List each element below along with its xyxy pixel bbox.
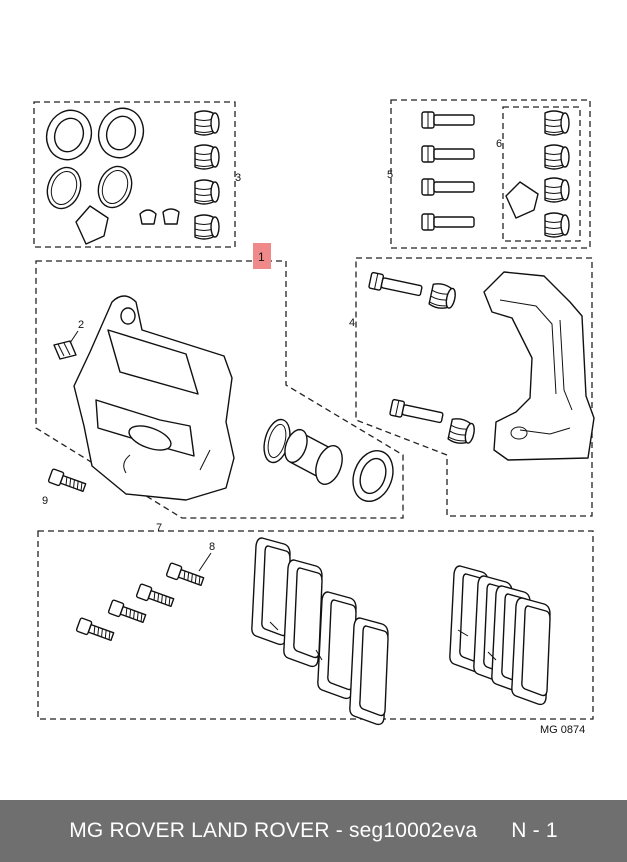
callout-9: 9	[42, 495, 48, 507]
footer-code-text: N - 1	[511, 819, 558, 842]
piston-seal-kit	[45, 107, 220, 245]
callout-6: 6	[496, 138, 502, 150]
mounting-bolt-9	[47, 467, 88, 495]
guide-pin-boots	[505, 110, 570, 238]
pad-retaining-bolts	[75, 561, 206, 644]
brake-pads-right-set	[449, 565, 551, 706]
carrier-guide-pins	[367, 271, 477, 447]
callout-2: 2	[78, 319, 84, 331]
callout-3: 3	[235, 172, 241, 184]
brake-caliper-exploded-diagram: 3 5 6 1 2	[33, 99, 595, 736]
guide-pin-kit-box	[390, 99, 591, 249]
guide-boot-kit-box	[502, 106, 581, 242]
guide-pins	[421, 111, 475, 231]
diagram-reference: MG 0874	[540, 724, 585, 736]
footer-brand-text: MG ROVER LAND ROVER - seg10002eva	[69, 819, 478, 842]
callout-7: 7	[156, 522, 162, 534]
callout-4: 4	[349, 317, 355, 329]
callout-8: 8	[209, 541, 215, 553]
callout-5: 5	[387, 169, 393, 181]
caliper-housing	[73, 295, 235, 501]
brake-pad-set-box	[37, 530, 594, 720]
bleed-screw	[53, 340, 77, 360]
seal-kit-box	[33, 101, 236, 248]
callout-1: 1	[258, 250, 265, 264]
footer-bar: MG ROVER LAND ROVER - seg10002eva N - 1	[0, 800, 627, 862]
brake-pads-left-set	[251, 537, 389, 726]
dust-seal	[352, 450, 394, 502]
caliper-assembly-box	[35, 260, 404, 519]
caliper-carrier-box	[355, 257, 593, 517]
piston	[284, 428, 343, 485]
caliper-carrier	[483, 271, 595, 461]
callout-1-highlight	[253, 243, 271, 269]
